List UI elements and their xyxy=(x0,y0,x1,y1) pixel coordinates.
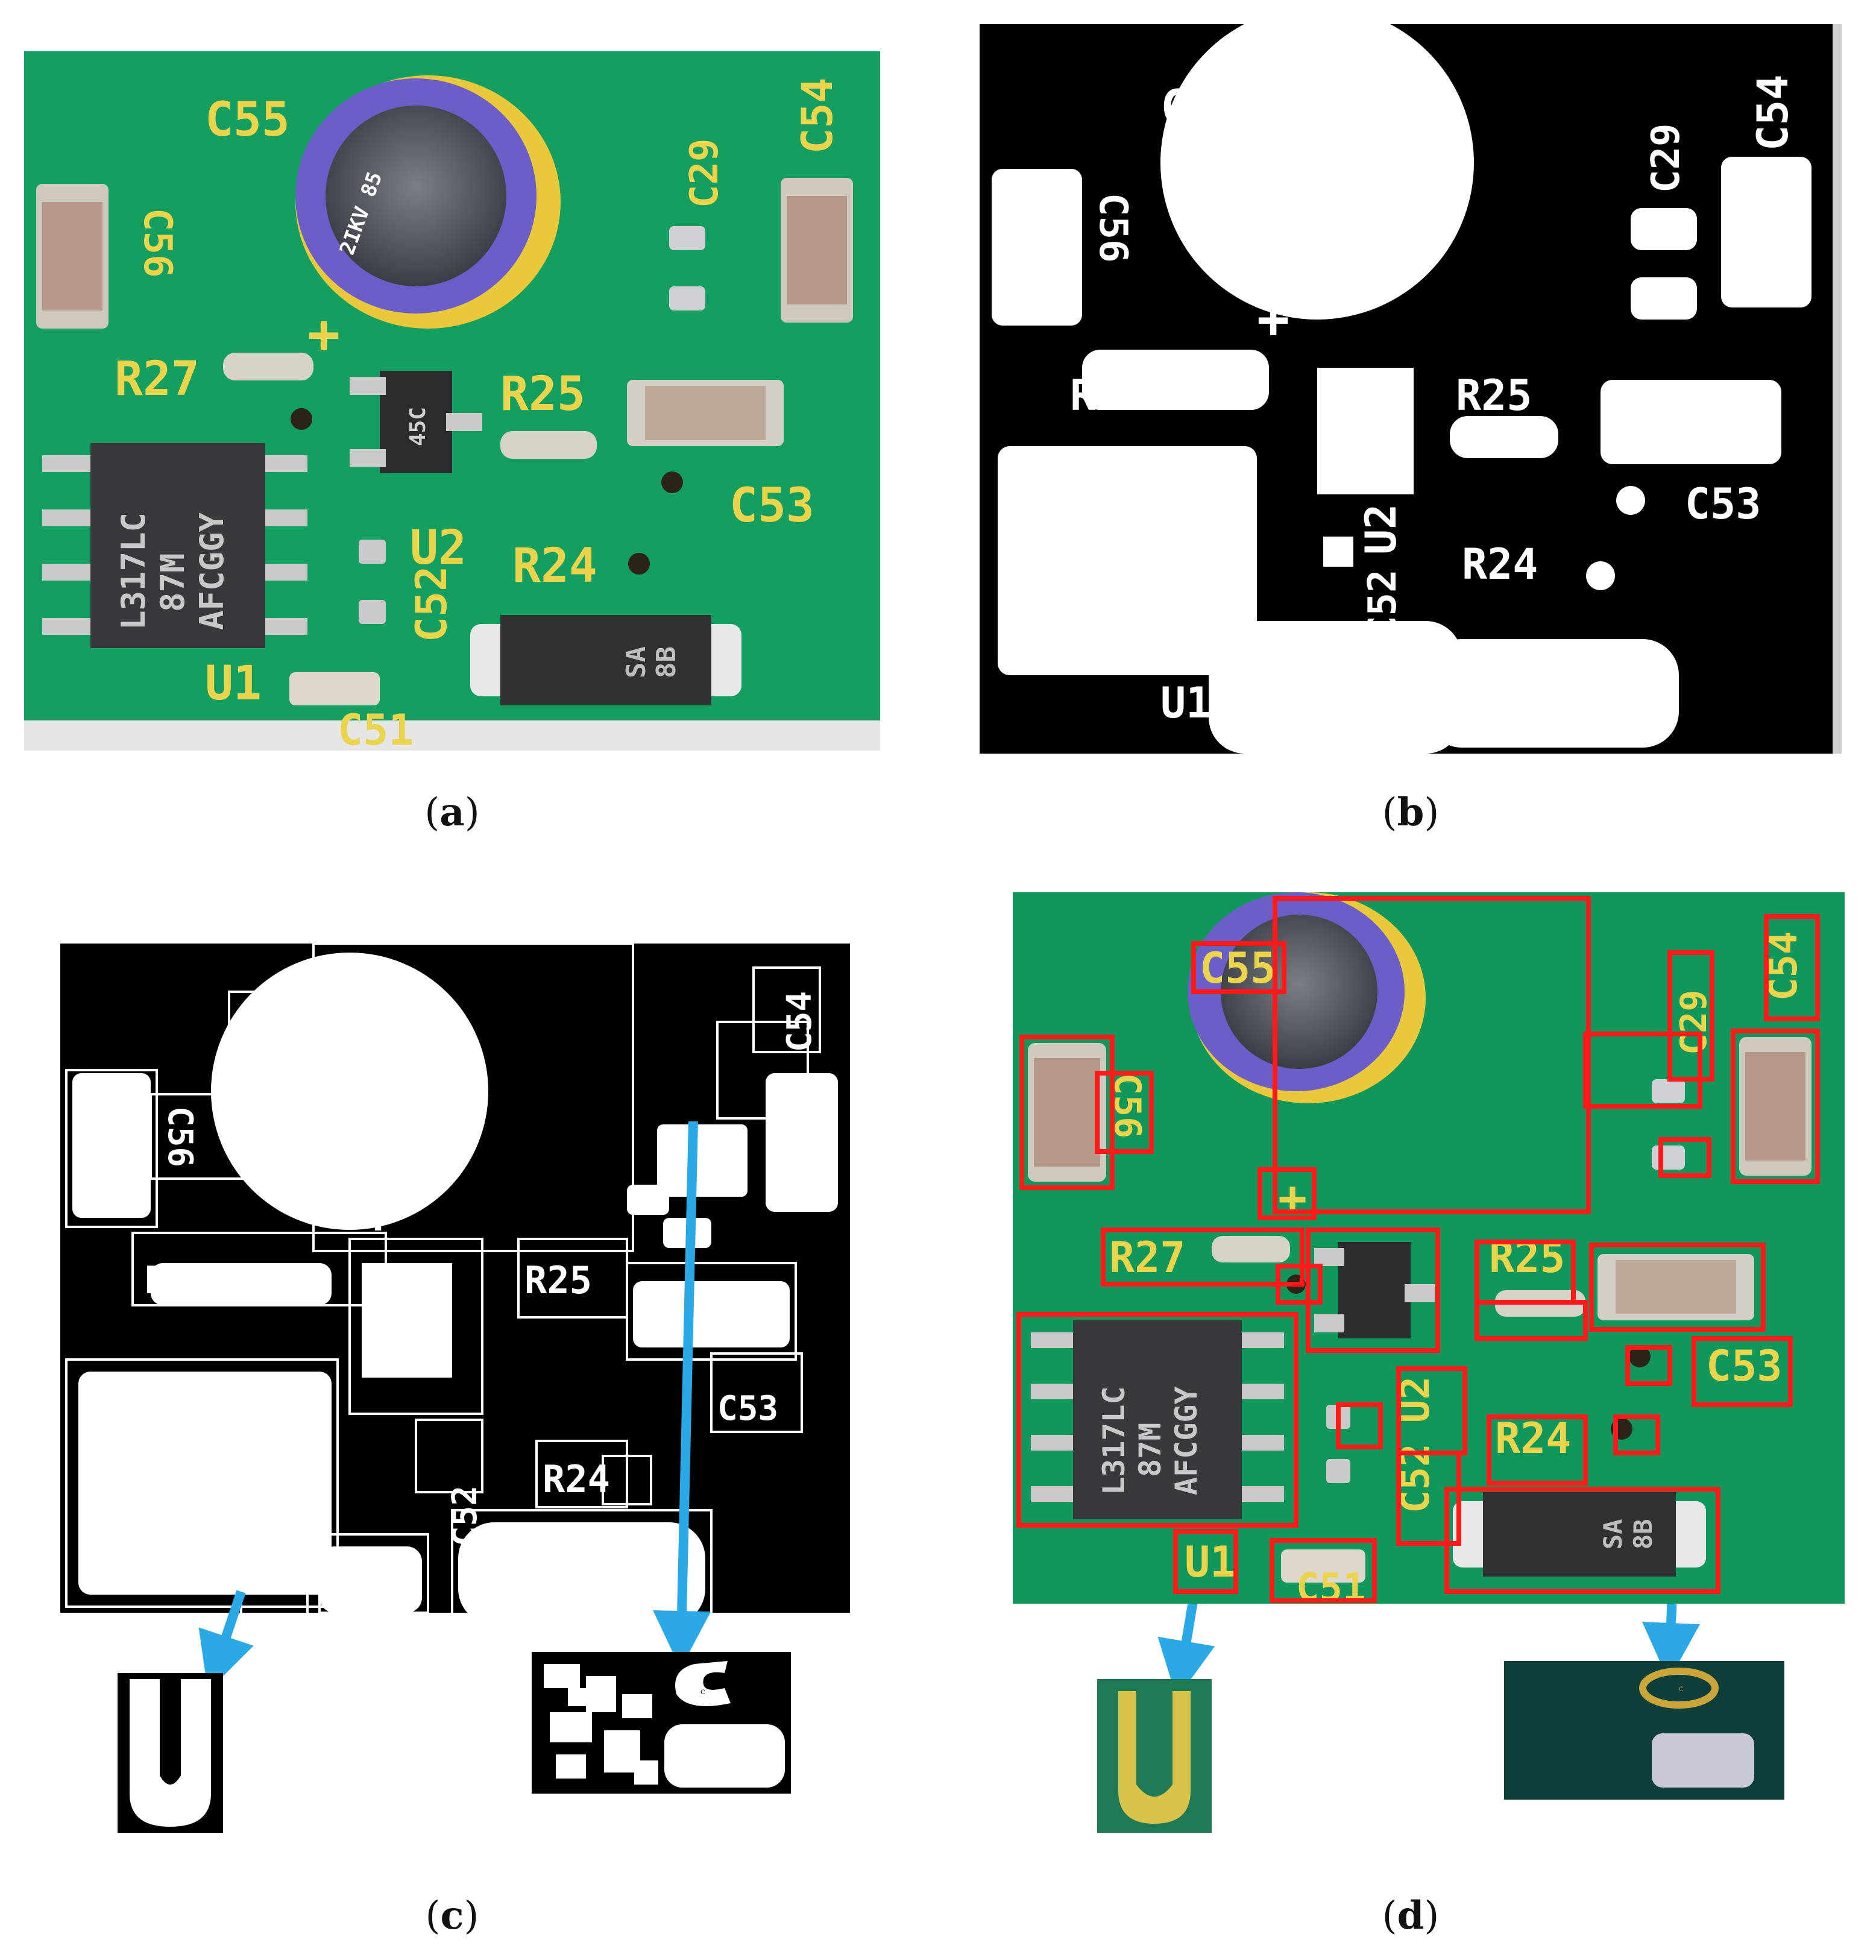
panel-d-detection: L317LC 87M AFCGGY SA 8B C55 C54 C29 C56 … xyxy=(1013,892,1845,1604)
label-c55: C55 xyxy=(205,93,290,147)
panel-c-segmented: C55 C54 C56 R27 R25 C53 R24 C52 C51 + xyxy=(60,944,850,1613)
u1-chip: L317LC 87M AFCGGY xyxy=(42,443,307,648)
seg-label-c54: C54 xyxy=(780,991,819,1052)
diode-marking-1: SA xyxy=(621,646,652,678)
seg-label-c51: C51 xyxy=(338,1582,398,1613)
caption-b: (b) xyxy=(1382,790,1440,835)
label-c54: C54 xyxy=(793,78,842,154)
binary-label-u2: U2 xyxy=(1356,504,1406,555)
detection-boxes xyxy=(1016,896,1820,1603)
seg-label-c53: C53 xyxy=(717,1389,778,1428)
label-c56: C56 xyxy=(135,208,180,278)
crop-c-u-binary: U xyxy=(118,1673,223,1835)
label-r27: R27 xyxy=(115,352,200,406)
binary-label-c51: C51 xyxy=(1299,719,1369,754)
crop-c-u-text: U xyxy=(168,1759,172,1765)
binary-label-c54: C54 xyxy=(1748,75,1798,151)
caption-a: (a) xyxy=(424,790,480,835)
crop-d-c-text: C xyxy=(1679,1686,1684,1693)
seg-label-r24: R24 xyxy=(543,1457,610,1501)
binary-label-c52: C52 xyxy=(1361,569,1405,639)
label-u2: U2 xyxy=(410,521,467,575)
seg-label-r25: R25 xyxy=(524,1258,592,1302)
binary-label-c55: C55 xyxy=(1160,81,1245,135)
seg-label-plus: + xyxy=(362,1183,394,1246)
d-diode-marking-2: 8B xyxy=(1628,1519,1658,1549)
label-c29: C29 xyxy=(682,138,727,208)
d-label-c29: C29 xyxy=(1673,990,1715,1055)
seg-label-c52: C52 xyxy=(445,1486,485,1546)
binary-label-plus: + xyxy=(1257,288,1289,351)
binary-label-c56: C56 xyxy=(1091,193,1135,263)
panel-a-photo: 2IKV 85 45C xyxy=(24,51,880,751)
diode-marking-2: 8B xyxy=(651,646,682,678)
d-u1-marking-3: AFCGGY xyxy=(1169,1386,1204,1495)
d-u1-marking-1: L317LC xyxy=(1097,1386,1132,1495)
crop-d-u-color: U xyxy=(1097,1679,1212,1835)
label-c53: C53 xyxy=(729,479,814,533)
d-diode-marking-1: SA xyxy=(1598,1519,1628,1549)
binary-label-c53: C53 xyxy=(1685,479,1761,529)
label-c51: C51 xyxy=(338,705,414,751)
binary-label-r25: R25 xyxy=(1456,371,1532,420)
label-plus: + xyxy=(307,303,340,366)
d-label-u1: U1 xyxy=(1185,1537,1235,1587)
label-u1: U1 xyxy=(205,657,262,711)
d-label-r24: R24 xyxy=(1495,1414,1571,1463)
u1-marking-2: 87M xyxy=(154,553,192,612)
caption-d: (d) xyxy=(1382,1893,1440,1938)
binary-label-r27: R27 xyxy=(1070,371,1146,420)
seg-label-c56: C56 xyxy=(160,1106,200,1167)
label-r24: R24 xyxy=(512,539,597,593)
d-label-c55: C55 xyxy=(1200,944,1276,993)
seg-label-c55: C55 xyxy=(235,1008,303,1052)
caption-c: (c) xyxy=(425,1893,479,1938)
u1-marking-1: L317LC xyxy=(115,512,153,630)
crop-c-c-text: C xyxy=(700,1689,705,1696)
u2-marking: 45C xyxy=(406,407,430,446)
arrow-c-c29 xyxy=(653,1121,711,1669)
d-label-r27: R27 xyxy=(1109,1233,1185,1282)
crop-d-u-text: U xyxy=(1152,1753,1157,1759)
binary-label-r24: R24 xyxy=(1462,540,1538,589)
d-label-c53: C53 xyxy=(1706,1341,1782,1391)
u1-marking-3: AFCGGY xyxy=(193,512,231,630)
d-label-c54: C54 xyxy=(1761,931,1806,1001)
arrow-c-u xyxy=(198,1590,254,1692)
crop-c-c29-binary: C xyxy=(532,1652,791,1796)
d-label-c51: C51 xyxy=(1296,1566,1366,1604)
seg-label-r27: R27 xyxy=(145,1258,212,1302)
d-label-u2: U2 xyxy=(1394,1376,1438,1423)
crop-d-c29-color: C xyxy=(1504,1661,1784,1802)
label-c52: C52 xyxy=(407,566,456,642)
binary-label-u1: U1 xyxy=(1160,678,1211,728)
binary-label-c29: C29 xyxy=(1644,123,1689,193)
d-u1-marking-2: 87M xyxy=(1133,1423,1168,1477)
panel-b-binary: C55 C54 C29 C56 R27 R25 C53 R24 U2 C52 U… xyxy=(980,24,1842,754)
label-r25: R25 xyxy=(500,367,585,421)
